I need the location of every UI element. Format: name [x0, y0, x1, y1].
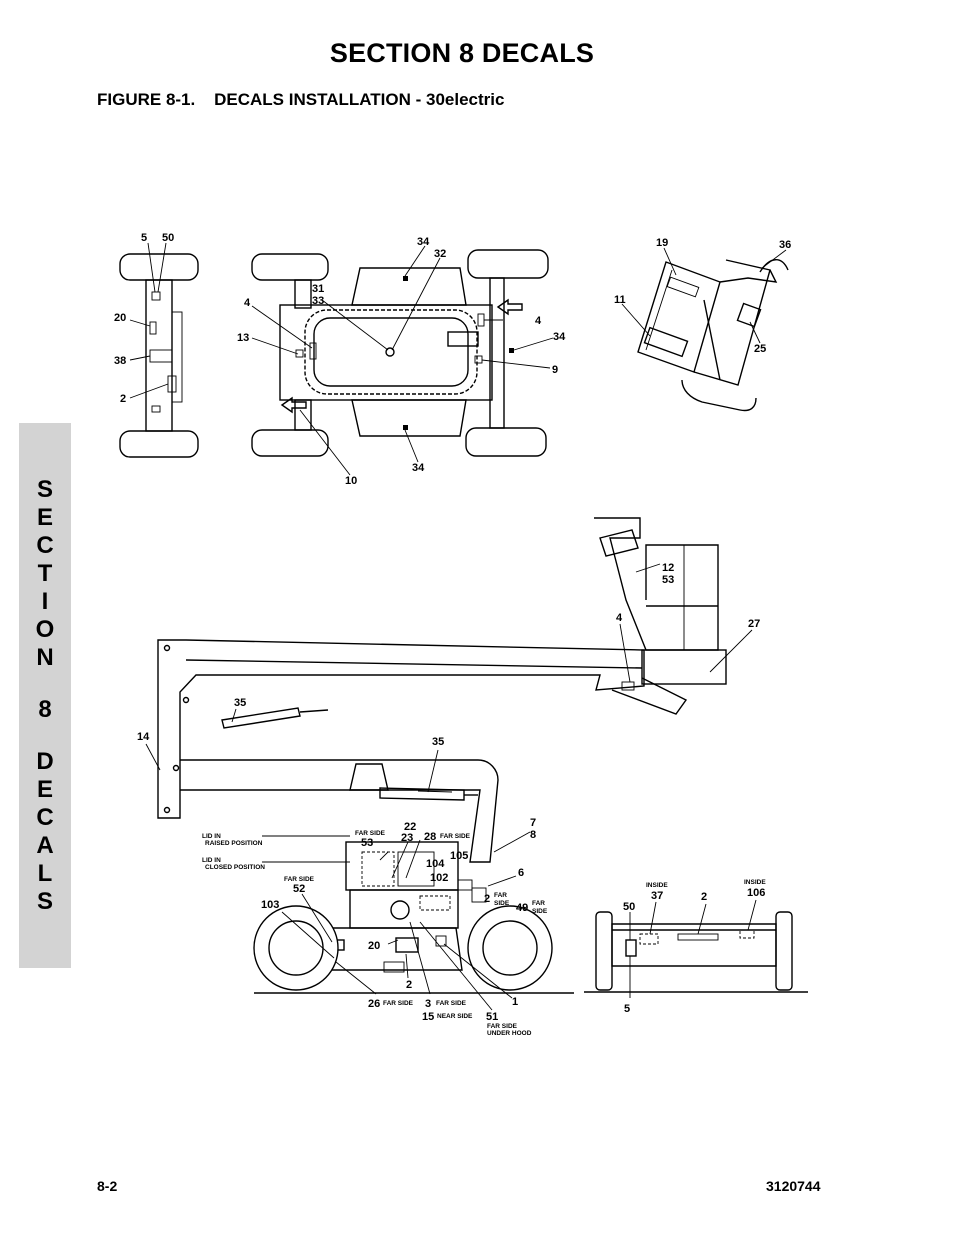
callout-4: 4	[244, 297, 251, 309]
callout-2: 2	[484, 893, 490, 905]
callout-20: 20	[114, 312, 126, 324]
note-far-side: FAR SIDE	[383, 1000, 414, 1007]
document-number: 3120744	[766, 1178, 821, 1194]
side-tab-letter: I	[41, 587, 49, 615]
callout-103: 103	[261, 899, 279, 911]
callout-33: 33	[312, 295, 324, 307]
note-far-side: FAR SIDE	[436, 1000, 467, 1007]
side-tab-letter: N	[36, 643, 54, 671]
callout-25: 25	[754, 343, 766, 355]
callout-2: 2	[406, 979, 412, 991]
note-near-side: NEAR SIDE	[437, 1013, 473, 1020]
callout-12: 12	[662, 562, 674, 574]
callout-2: 2	[701, 891, 707, 903]
note-far-side: FAR SIDE	[487, 1023, 518, 1030]
note-far-side: FAR SIDE	[284, 876, 315, 883]
callout-27: 27	[748, 618, 760, 630]
note-inside: INSIDE	[744, 879, 766, 886]
callout-13: 13	[237, 332, 249, 344]
callout-35: 35	[234, 697, 246, 709]
callout-49: 49	[516, 902, 528, 914]
callout-7: 7	[530, 817, 536, 829]
note-under-hood: UNDER HOOD	[487, 1030, 532, 1037]
note-side: SIDE	[532, 908, 548, 915]
callout-22: 22	[404, 821, 416, 833]
side-tab-letter: O	[35, 615, 55, 643]
callout-34: 34	[553, 331, 566, 343]
callout-34: 34	[417, 236, 430, 248]
machine-side-view: 12 53 4 27 35 14 35 7 8 LID IN RAISED PO…	[137, 517, 760, 1037]
callout-104: 104	[426, 858, 445, 870]
callout-4: 4	[616, 612, 623, 624]
callout-102: 102	[430, 872, 448, 884]
note-side: SIDE	[494, 900, 510, 907]
callout-50: 50	[162, 232, 174, 244]
callout-9: 9	[552, 364, 558, 376]
side-tab-letter: C	[36, 803, 54, 831]
callout-26: 26	[368, 998, 380, 1010]
callout-20: 20	[368, 940, 380, 952]
callout-10: 10	[345, 475, 357, 487]
callout-38: 38	[114, 355, 126, 367]
note-lid-closed-position: CLOSED POSITION	[205, 864, 265, 871]
section-side-tab: S E C T I O N 8 D E C A L S	[19, 423, 71, 968]
side-tab-letter: 8	[38, 695, 52, 723]
platform-iso-view: 19 36 11 25	[614, 237, 791, 412]
callout-34: 34	[412, 462, 425, 474]
callout-14: 14	[137, 731, 150, 743]
callout-51: 51	[486, 1011, 498, 1023]
side-tab-letter: S	[36, 887, 53, 915]
callout-11: 11	[614, 294, 626, 306]
callout-31: 31	[312, 283, 324, 295]
callout-4: 4	[535, 315, 542, 327]
side-tab-letter: C	[36, 531, 54, 559]
side-tab-letter: D	[36, 747, 54, 775]
side-tab-letter: A	[36, 831, 54, 859]
note-far-side: FAR SIDE	[440, 833, 471, 840]
note-inside: INSIDE	[646, 882, 668, 889]
callout-53: 53	[361, 837, 373, 849]
side-tab-letter: S	[36, 475, 53, 503]
chassis-side-view: 5 50 20 38 2	[114, 232, 199, 458]
callout-19: 19	[656, 237, 668, 249]
note-far: FAR	[494, 892, 507, 899]
chassis-top-view: 34 32 31 33 4 13 4 34 9 10 34	[237, 236, 566, 487]
callout-23: 23	[401, 832, 413, 844]
callout-37: 37	[651, 890, 663, 902]
callout-105: 105	[450, 850, 468, 862]
chassis-rear-view: INSIDE 37 2 INSIDE 106 50 5	[584, 879, 808, 1015]
callout-36: 36	[779, 239, 791, 251]
note-lid-raised-position: RAISED POSITION	[205, 840, 263, 847]
callout-28: 28	[424, 831, 436, 843]
callout-6: 6	[518, 867, 524, 879]
side-tab-letter: T	[37, 559, 53, 587]
page-number: 8-2	[97, 1178, 118, 1194]
callout-106: 106	[747, 887, 765, 899]
callout-3: 3	[425, 998, 431, 1010]
callout-50: 50	[623, 901, 635, 913]
note-lid-closed: LID IN	[202, 857, 221, 864]
note-far-side: FAR SIDE	[355, 830, 386, 837]
side-tab-letter: E	[36, 503, 53, 531]
callout-2: 2	[120, 393, 126, 405]
callout-52: 52	[293, 883, 305, 895]
callout-5: 5	[624, 1003, 630, 1015]
callout-5: 5	[141, 232, 147, 244]
figure-title: FIGURE 8-1. DECALS INSTALLATION - 30elec…	[97, 90, 505, 109]
note-far: FAR	[532, 900, 545, 907]
side-tab-letter: E	[36, 775, 53, 803]
callout-15: 15	[422, 1011, 434, 1023]
note-lid-raised: LID IN	[202, 833, 221, 840]
callout-35: 35	[432, 736, 444, 748]
side-tab-letter: L	[37, 859, 53, 887]
page-title: SECTION 8 DECALS	[329, 38, 595, 68]
callout-8: 8	[530, 829, 536, 841]
callout-1: 1	[512, 996, 518, 1008]
callout-53: 53	[662, 574, 674, 586]
callout-32: 32	[434, 248, 446, 260]
